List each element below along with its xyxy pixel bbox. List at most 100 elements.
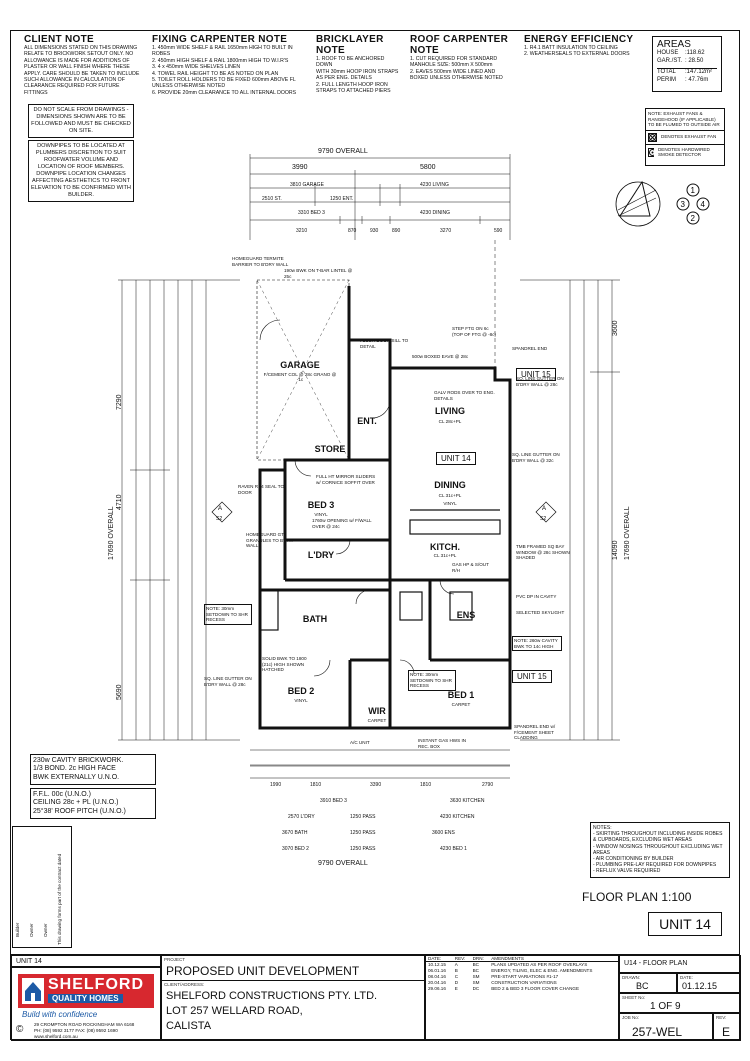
dim-b-bed3: 3910 BED 3 bbox=[320, 798, 347, 804]
dim-b-pass2: 1250 PASS bbox=[350, 830, 376, 836]
notes-line: - REFLUX VALVE REQUIRED bbox=[593, 868, 661, 875]
amend-header: DATE: bbox=[426, 956, 453, 962]
annotation-skylight: SELECTED SKYLIGHT bbox=[516, 610, 565, 615]
sheet-label: SHEET No: bbox=[622, 995, 646, 1000]
annotation-lintel: 190w BWK ON T-BAR LINTEL @ 25c bbox=[284, 268, 353, 279]
area-value: :118.62 bbox=[685, 50, 705, 56]
section-marker-s2-right: S2 bbox=[540, 516, 546, 522]
title-block: UNIT 14 SHELFORD QUALITY HOMES Build wit… bbox=[10, 954, 741, 1041]
notes-line: - SKIRTING THROUGHOUT INCLUDING INSIDE R… bbox=[593, 831, 723, 838]
energy-note-line: 2. WEATHERSEALS TO EXTERNAL DOORS bbox=[524, 51, 630, 58]
job-value: 257-WEL bbox=[632, 1025, 683, 1039]
dim-b-bed1: 4230 BED 1 bbox=[440, 846, 467, 852]
amend-drn: BC bbox=[472, 962, 479, 967]
annotation-opening: 1760w OPENING w/ F/WALL OVER @ 24c bbox=[312, 518, 372, 529]
fixing-note-line: 2. 450mm HIGH SHELF & RAIL 1800mm HIGH T… bbox=[152, 57, 289, 64]
dim-870: 870 bbox=[348, 228, 357, 234]
client-note-line: ALL DIMENSIONS STATED ON THIS DRAWING bbox=[24, 45, 138, 51]
amend-date: 06.01.16 bbox=[428, 968, 446, 973]
tb-sheet: SHEET No: 1 OF 9 bbox=[619, 993, 741, 1013]
areas-heading: AREAS bbox=[657, 39, 691, 50]
client-note-line: APPLY. CARE SHOULD BE TAKEN TO INCLUDE bbox=[24, 70, 140, 77]
roof-note-line: 1. CUT REQUIRED FOR STANDARD bbox=[410, 56, 498, 62]
legend-smoke-row: DENOTES HARDWIRED SMOKE DETECTOR bbox=[646, 145, 724, 160]
dim-left-5690: 5690 bbox=[116, 684, 123, 700]
dim-b-3390: 3390 bbox=[370, 782, 382, 788]
dim-590: 590 bbox=[494, 228, 503, 234]
dim-b-1990: 1990 bbox=[270, 782, 282, 788]
client-note: CLIENT NOTE ALL DIMENSIONS STATED ON THI… bbox=[24, 34, 142, 96]
bricklayer-note-heading: BRICKLAYER NOTE bbox=[316, 34, 384, 56]
dim-b-1810b: 1810 bbox=[420, 782, 432, 788]
area-label: PERIM bbox=[657, 76, 677, 83]
bricklayer-note-line: 1. ROOF TO BE ANCHORED DOWN bbox=[316, 56, 385, 69]
north-arrow-icon: 1 3 4 2 bbox=[615, 180, 710, 227]
amend-drn: SM bbox=[472, 974, 480, 979]
amendments-header: DATE: REV: DRN: AMENDMENTS bbox=[426, 956, 618, 962]
floor-plan-caption: FLOOR PLAN 1:100 bbox=[582, 890, 692, 904]
shelford-logo-icon bbox=[22, 978, 44, 1004]
room-wir-floor: CARPET bbox=[367, 718, 387, 723]
sheet-value: 1 OF 9 bbox=[650, 1001, 681, 1012]
client-suburb: CALISTA bbox=[166, 1020, 212, 1032]
room-ens: ENS bbox=[456, 610, 476, 620]
tb-job: JOB No: 257-WEL bbox=[619, 1013, 713, 1041]
bricklayer-note-line: AS PER ENG. DETAILS bbox=[316, 75, 372, 82]
room-bath: BATH bbox=[302, 614, 328, 624]
level-spec-line: CEILING 28c + PL (U.N.O.) bbox=[33, 799, 119, 807]
room-bed2-floor: VINYL bbox=[294, 698, 308, 703]
brand-phone: PH: (08) 9592 3177 FAX: (08) 9592 1690 bbox=[34, 1028, 118, 1033]
client-name: SHELFORD CONSTRUCTIONS PTY. LTD. bbox=[166, 990, 378, 1002]
legend-smoke-label: DENOTES HARDWIRED SMOKE DETECTOR bbox=[657, 146, 710, 158]
brick-spec-box: 230w CAVITY BRICKWORK. 1/3 BOND. 2c HIGH… bbox=[30, 754, 156, 786]
client-note-body: ALL DIMENSIONS STATED ON THIS DRAWING RE… bbox=[24, 45, 142, 96]
drawn-value: BC bbox=[636, 981, 649, 991]
rev-label: REV: bbox=[716, 1015, 727, 1020]
unit-label-15-top: UNIT 15 bbox=[516, 368, 556, 381]
dim-living: 4230 LIVING bbox=[420, 182, 449, 188]
room-dining-ceiling: CL 31c+PL bbox=[438, 493, 462, 498]
fixing-note-heading: FIXING CARPENTER NOTE bbox=[152, 34, 288, 45]
amend-rev: E bbox=[454, 986, 458, 991]
downpipe-warning: DOWNPIPES TO BE LOCATED AT PLUMBERS DISC… bbox=[28, 140, 134, 202]
roof-note-line: BOXED UNLESS OTHERWISE NOTED bbox=[410, 75, 503, 82]
dim-overall-right: 17690 OVERALL bbox=[624, 506, 631, 560]
room-kitch-ceiling: CL 31c+PL bbox=[433, 553, 457, 558]
brand-address: 29 CROMPTON ROAD ROCKINGHAM WA 6168 bbox=[34, 1022, 135, 1027]
bricklayer-note-line: WITH 30mm HOOP IRON STRAPS bbox=[316, 68, 399, 75]
dim-b-bath: 3670 BATH bbox=[282, 830, 308, 836]
annotation-flush-door: FLUSH DOOR SILL TO DETAIL bbox=[360, 338, 409, 349]
amend-drn: SM bbox=[472, 980, 480, 985]
room-bed3: BED 3 bbox=[307, 500, 335, 510]
annotation-setdown-ens: NOTE: 30mm SETDOWN TO SHR RECESS bbox=[408, 670, 456, 691]
legend-note: NOTE: EXHAUST FANS & RANGEHOOD (IF APPLI… bbox=[646, 109, 724, 131]
client-note-heading: CLIENT NOTE bbox=[24, 34, 94, 45]
sign-label-builder: Builder bbox=[15, 922, 20, 937]
amend-date: 29.06.16 bbox=[428, 986, 446, 991]
roof-note-body: 1. CUT REQUIRED FOR STANDARD MANHOLE SIZ… bbox=[410, 56, 520, 82]
room-dining-floor: VINYL bbox=[443, 501, 457, 506]
roof-note-line: MANHOLE SIZE: 500mm X 500mm bbox=[410, 62, 493, 69]
project-label: PROJECT bbox=[164, 957, 186, 962]
annotation-ac-unit: A/C UNIT bbox=[350, 740, 370, 745]
exhaust-fan-icon bbox=[648, 132, 657, 142]
area-value: : 47.76m bbox=[685, 76, 709, 83]
sign-label-owner: Owner bbox=[29, 923, 34, 937]
dim-garage: 3810 GARAGE bbox=[290, 182, 324, 188]
sign-label-owner: Owner bbox=[43, 923, 48, 937]
notes-line: AREAS bbox=[593, 849, 610, 856]
dim-b-pass1: 1250 PASS bbox=[350, 814, 376, 820]
roof-note-heading: ROOF CARPENTER NOTE bbox=[410, 34, 509, 56]
fixing-carpenter-note: FIXING CARPENTER NOTE 1. 450mm WIDE SHEL… bbox=[152, 34, 312, 96]
dim-overall-bottom: 9790 OVERALL bbox=[318, 860, 368, 867]
dim-right-14090: 14090 bbox=[612, 540, 619, 560]
project-name: PROPOSED UNIT DEVELOPMENT bbox=[166, 964, 360, 978]
dim-right-3600: 3600 bbox=[612, 320, 619, 336]
amend-drn: DC bbox=[472, 986, 480, 991]
energy-note-line: 1. R4.1 BATT INSULATION TO CEILING bbox=[524, 45, 618, 51]
fixing-note-line: 4. TOWEL RAIL HEIGHT TO BE AS NOTED ON P… bbox=[152, 70, 279, 77]
area-label: GAR./ST. bbox=[657, 57, 683, 64]
dim-b-2790: 2790 bbox=[482, 782, 494, 788]
